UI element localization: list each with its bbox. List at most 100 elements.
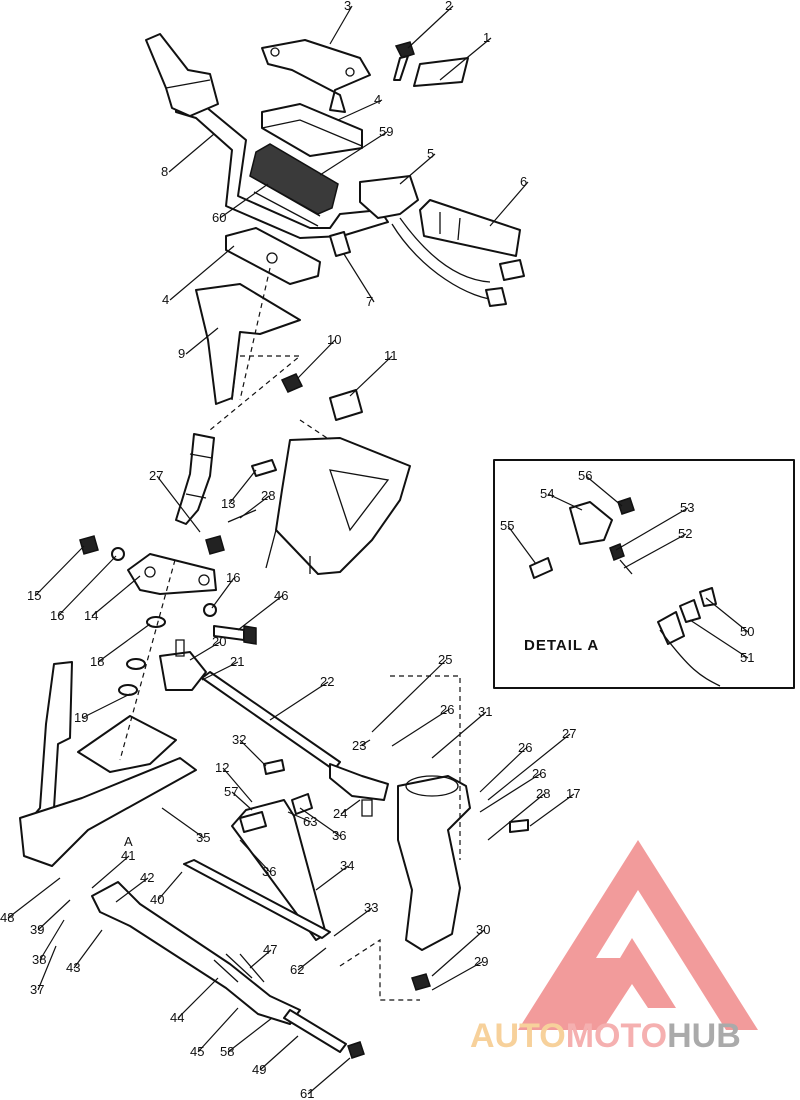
bolt-17 bbox=[509, 819, 529, 833]
callout-63: 63 bbox=[303, 814, 317, 829]
callout-3: 3 bbox=[344, 0, 351, 13]
leader-line-39 bbox=[37, 899, 71, 931]
leader-line-38 bbox=[39, 919, 65, 961]
leader-line-29 bbox=[431, 961, 483, 991]
leader-line-26 bbox=[479, 747, 527, 793]
callout-58: 58 bbox=[220, 1044, 234, 1059]
callout-26: 26 bbox=[518, 740, 532, 755]
callout-36: 36 bbox=[332, 828, 346, 843]
bolt-13 bbox=[251, 459, 277, 477]
leader-line-44 bbox=[177, 977, 219, 1019]
tie-rod-end-24 bbox=[329, 763, 389, 817]
callout-38: 38 bbox=[32, 952, 46, 967]
leader-line-20 bbox=[189, 641, 221, 661]
handlebar-clamp-upper bbox=[261, 39, 371, 113]
clamp-block-4-lower bbox=[225, 227, 321, 285]
callout-4: 4 bbox=[162, 292, 169, 307]
callout-7: 7 bbox=[366, 294, 373, 309]
callout-22: 22 bbox=[320, 674, 334, 689]
tie-rod-end-20 bbox=[159, 639, 207, 691]
callout-34: 34 bbox=[340, 858, 354, 873]
leader-line-60 bbox=[219, 183, 269, 219]
leader-line-62 bbox=[297, 947, 327, 971]
leader-line-34 bbox=[315, 865, 349, 891]
leader-line-51 bbox=[689, 619, 749, 659]
callout-16: 16 bbox=[226, 570, 240, 585]
leader-line-49 bbox=[259, 1035, 299, 1071]
leader-line-33 bbox=[333, 907, 373, 937]
leader-line-32 bbox=[239, 739, 267, 767]
leader-line-18 bbox=[97, 623, 151, 663]
watermark-logo: AUTOMOTOHUB bbox=[470, 840, 758, 1055]
tie-rod-22 bbox=[201, 671, 341, 771]
callout-43: 43 bbox=[66, 960, 80, 975]
leader-line-24 bbox=[340, 799, 361, 815]
leader-line-16 bbox=[211, 577, 235, 609]
leader-line-59 bbox=[319, 131, 388, 176]
leader-line-35 bbox=[161, 807, 205, 839]
callout-10: 10 bbox=[327, 332, 341, 347]
callout-16: 16 bbox=[50, 608, 64, 623]
callout-4: 4 bbox=[374, 92, 381, 107]
leader-line-30 bbox=[431, 929, 485, 977]
leader-line-46 bbox=[237, 595, 283, 631]
nut-30 bbox=[411, 973, 431, 991]
leader-line-13 bbox=[228, 469, 257, 505]
leader-line-14 bbox=[91, 575, 141, 617]
steering-shaft-27 bbox=[175, 433, 215, 525]
callout-5: 5 bbox=[427, 146, 434, 161]
callout-29: 29 bbox=[474, 954, 488, 969]
callout-33: 33 bbox=[364, 900, 378, 915]
callout-56: 56 bbox=[578, 468, 592, 483]
lower-a-arm-34 bbox=[231, 799, 327, 941]
callout-37: 37 bbox=[30, 982, 44, 997]
callout-55: 55 bbox=[500, 518, 514, 533]
callout-18: 18 bbox=[90, 654, 104, 669]
callout-28: 28 bbox=[261, 488, 275, 503]
leader-line-26 bbox=[391, 709, 449, 747]
callout-14: 14 bbox=[84, 608, 98, 623]
svg-text:AUTOMOTOHUB: AUTOMOTOHUB bbox=[470, 1017, 741, 1055]
callout-19: 19 bbox=[74, 710, 88, 725]
callout-59: 59 bbox=[379, 124, 393, 139]
callout-53: 53 bbox=[680, 500, 694, 515]
bushings-57-63 bbox=[239, 793, 313, 833]
leader-line-56 bbox=[585, 475, 623, 507]
callout-54: 54 bbox=[540, 486, 554, 501]
leader-line-36 bbox=[239, 839, 271, 873]
callout-48: 48 bbox=[0, 910, 14, 925]
leader-line-52 bbox=[623, 533, 687, 569]
callout-46: 46 bbox=[274, 588, 288, 603]
leader-line-58 bbox=[227, 1017, 273, 1053]
callout-60: 60 bbox=[212, 210, 226, 225]
callout-40: 40 bbox=[150, 892, 164, 907]
callout-41: 41 bbox=[121, 848, 135, 863]
leader-line-41 bbox=[91, 855, 130, 889]
callout-31: 31 bbox=[478, 704, 492, 719]
leader-line-61 bbox=[307, 1057, 351, 1095]
leader-line-27 bbox=[487, 733, 571, 801]
watermark-text-moto: MOTO bbox=[566, 1017, 667, 1055]
leader-line-50 bbox=[705, 597, 749, 633]
callout-8: 8 bbox=[161, 164, 168, 179]
leader-line-36 bbox=[299, 807, 341, 837]
leader-line-27 bbox=[156, 475, 201, 533]
callout-44: 44 bbox=[170, 1010, 184, 1025]
leader-line-43 bbox=[73, 929, 103, 969]
watermark-text-hub: HUB bbox=[667, 1017, 741, 1055]
leader-line-16 bbox=[57, 555, 117, 617]
bolt-32 bbox=[263, 759, 285, 775]
callout-23: 23 bbox=[352, 738, 366, 753]
callout-2: 2 bbox=[445, 0, 452, 13]
leader-line-53 bbox=[615, 507, 689, 551]
clip-7 bbox=[329, 231, 351, 257]
callout-26: 26 bbox=[440, 702, 454, 717]
right-grip-6 bbox=[419, 199, 521, 257]
callout-62: 62 bbox=[290, 962, 304, 977]
detail-title: DETAIL A bbox=[524, 637, 599, 654]
bushing-11 bbox=[329, 389, 363, 421]
callout-47: 47 bbox=[263, 942, 277, 957]
leader-line-31 bbox=[431, 711, 487, 759]
callout-24: 24 bbox=[333, 806, 347, 821]
